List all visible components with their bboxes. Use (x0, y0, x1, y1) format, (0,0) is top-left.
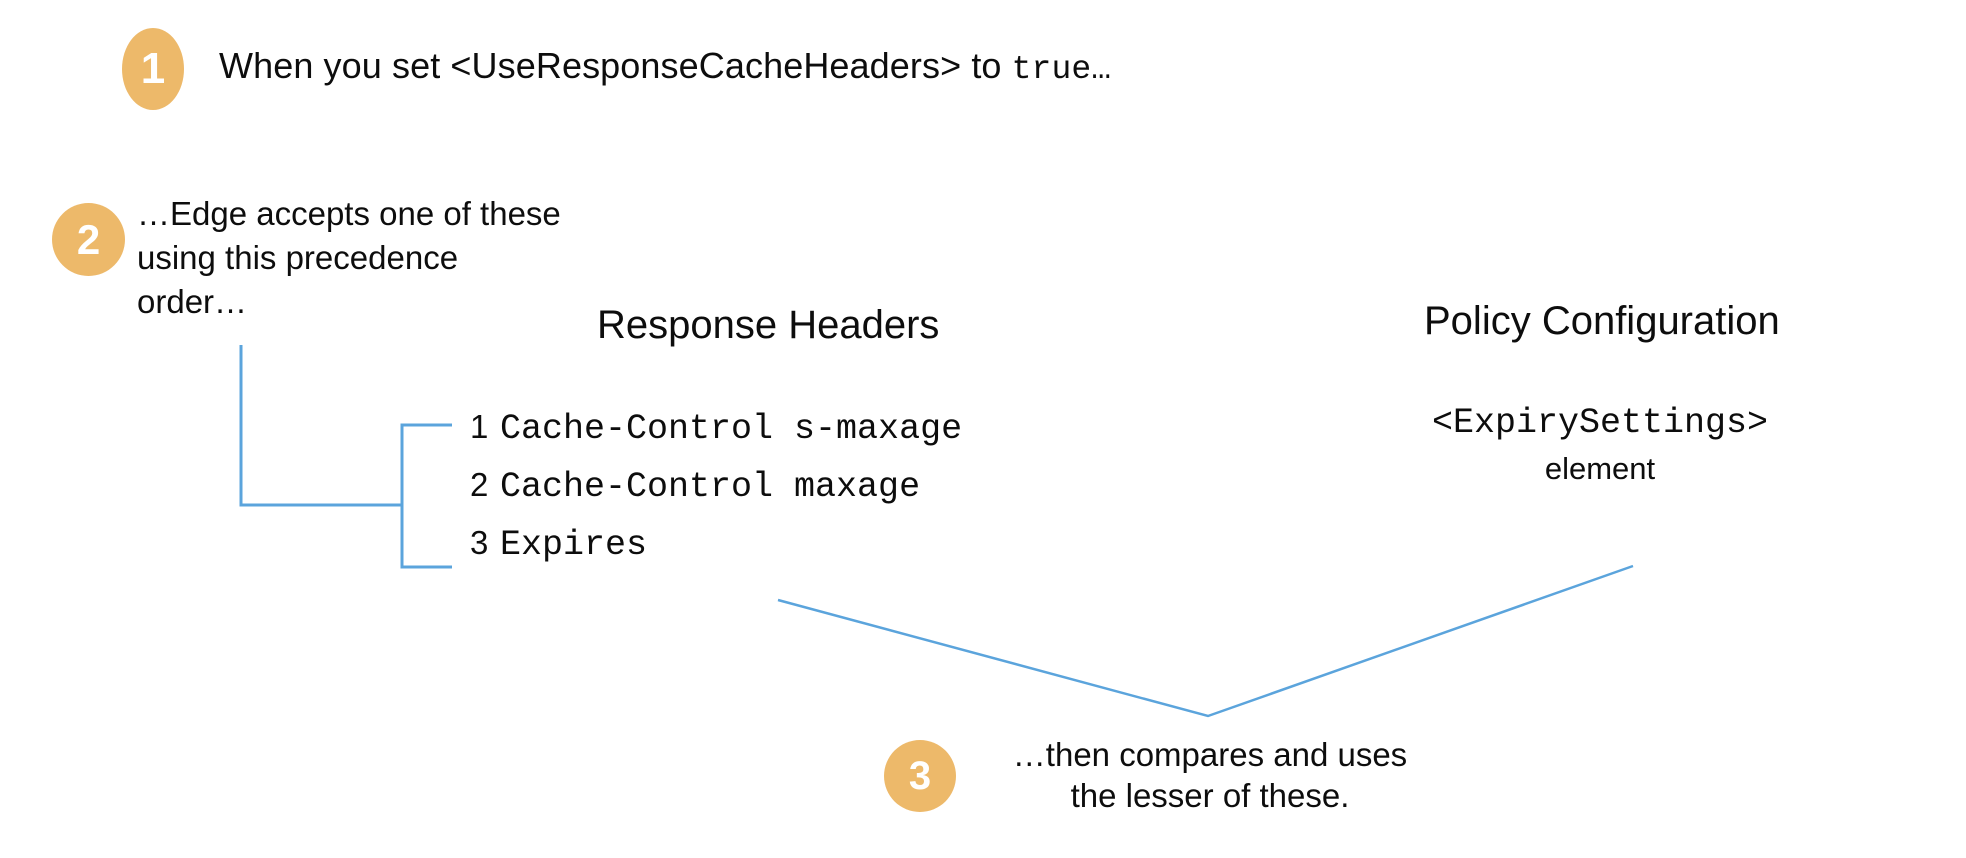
precedence-value-1: Cache-Control s-maxage (500, 409, 963, 449)
step-3-line-1: …then compares and uses (1012, 736, 1408, 773)
step-2-line-1: …Edge accepts one of these (137, 195, 561, 232)
precedence-bracket (400, 423, 452, 569)
step-3-badge: 3 (884, 740, 956, 812)
list-item: 1 Cache-Control s-maxage (470, 408, 962, 466)
step-1-number: 1 (140, 44, 166, 93)
step-2-line-2: using this precedence (137, 238, 459, 276)
step-1-badge: 1 (122, 28, 184, 110)
step-2-badge: 2 (52, 203, 125, 276)
step-2-number: 2 (76, 215, 101, 263)
step-1-code: true… (1011, 51, 1112, 88)
list-item: 3 Expires (470, 524, 962, 582)
step2-elbow-connector (239, 345, 402, 507)
precedence-rank-2: 2 (470, 466, 489, 503)
precedence-list: 1 Cache-Control s-maxage 2 Cache-Control… (470, 408, 962, 582)
step-2-line-3: order… (137, 282, 248, 320)
precedence-value-3: Expires (500, 525, 648, 565)
step-1-text: When you set <UseResponseCacheHeaders> t… (219, 45, 1111, 88)
step-1-lead: When you set <UseResponseCacheHeaders> t… (219, 45, 1012, 86)
precedence-rank-3: 3 (470, 524, 489, 561)
policy-configuration-body: <ExpirySettings> element (1390, 403, 1810, 487)
precedence-value-2: Cache-Control maxage (500, 467, 921, 507)
step-2-text: …Edge accepts one of these using this pr… (137, 192, 657, 324)
step-3-number: 3 (908, 754, 932, 798)
step-3-text: …then compares and uses the lesser of th… (975, 735, 1445, 816)
precedence-rank-1: 1 (470, 408, 489, 445)
policy-configuration-title: Policy Configuration (1424, 299, 1780, 343)
list-item: 2 Cache-Control maxage (470, 466, 962, 524)
response-headers-title: Response Headers (597, 303, 940, 347)
comparison-v-connector (777, 564, 1634, 718)
expiry-settings-tag: <ExpirySettings> (1431, 403, 1769, 443)
expiry-settings-element-label: element (1544, 451, 1656, 486)
step-3-line-2: the lesser of these. (1070, 776, 1350, 814)
